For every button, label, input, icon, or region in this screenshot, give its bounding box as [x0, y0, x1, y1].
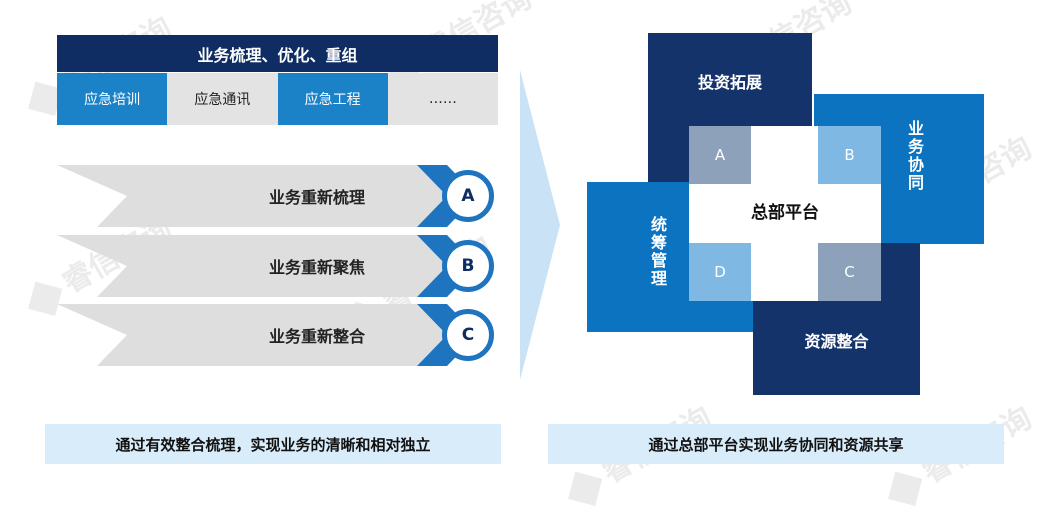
label-center: 总部平台: [751, 203, 819, 223]
badge-a: A: [442, 170, 494, 222]
badge-c: C: [442, 309, 494, 361]
chevron-row-c: 业务重新整合 C: [57, 304, 507, 366]
label-management: 统筹管理: [648, 216, 667, 288]
row-label: 业务重新聚焦: [268, 258, 365, 277]
tab-emergency-communication: 应急通讯: [167, 73, 278, 125]
square-a: A: [689, 126, 751, 184]
left-caption: 通过有效整合梳理，实现业务的清晰和相对独立: [45, 424, 501, 464]
right-caption: 通过总部平台实现业务协同和资源共享: [548, 424, 1004, 464]
badge-b: B: [442, 240, 494, 292]
chevron-row-b: 业务重新聚焦 B: [57, 235, 507, 297]
tab-more: ……: [387, 73, 498, 125]
arrow-right-icon: [520, 70, 560, 380]
chevron-row-a: 业务重新梳理 A: [57, 165, 507, 227]
tab-emergency-training: 应急培训: [57, 73, 168, 125]
label-investment: 投资拓展: [697, 73, 762, 92]
square-c: C: [818, 243, 881, 301]
header-bar: 业务梳理、优化、重组: [57, 35, 498, 72]
row-label: 业务重新整合: [268, 327, 365, 346]
label-collaboration: 业务协同: [905, 120, 924, 192]
label-resource: 资源整合: [804, 332, 869, 351]
platform-diagram: 投资拓展 业务协同 统筹管理 资源整合 总部平台 A B D C: [560, 30, 1020, 400]
square-d: D: [689, 243, 751, 301]
tab-row: 应急培训 应急通讯 应急工程 ……: [57, 73, 498, 125]
row-label: 业务重新梳理: [268, 188, 365, 207]
tab-emergency-engineering: 应急工程: [277, 73, 388, 125]
square-b: B: [818, 126, 881, 184]
